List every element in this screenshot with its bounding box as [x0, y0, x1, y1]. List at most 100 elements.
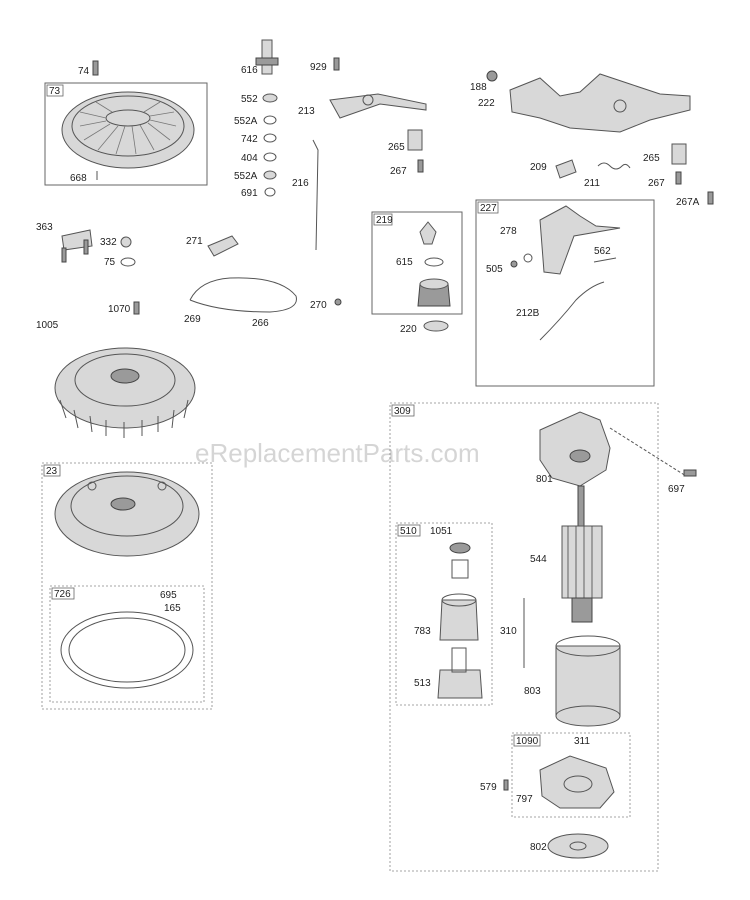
label-267-2: 267	[648, 178, 665, 189]
label-165: 165	[164, 603, 181, 614]
label-726: 726	[54, 589, 71, 600]
label-552A-2: 552A	[234, 171, 258, 182]
watermark-text: eReplacementParts.com	[195, 438, 480, 468]
spring-510	[451, 559, 469, 579]
label-213: 213	[298, 106, 315, 117]
label-222: 222	[478, 98, 495, 109]
label-797: 797	[516, 794, 533, 805]
screw-267A	[707, 191, 714, 205]
label-309: 309	[394, 406, 411, 417]
label-1090: 1090	[516, 736, 539, 747]
label-265-2: 265	[643, 153, 660, 164]
label-579: 579	[480, 782, 497, 793]
label-270: 270	[310, 300, 327, 311]
clip-270	[334, 298, 342, 306]
label-668: 668	[70, 173, 87, 184]
label-929: 929	[310, 62, 327, 73]
label-1005: 1005	[36, 320, 59, 331]
part-219-top	[419, 221, 437, 245]
part-220	[423, 320, 449, 332]
brush-plate-1090	[539, 755, 615, 809]
bracket-227	[539, 205, 621, 275]
gear-783	[439, 599, 479, 641]
label-332: 332	[100, 237, 117, 248]
label-695: 695	[160, 590, 177, 601]
label-269: 269	[184, 314, 201, 325]
end-cap-802	[547, 833, 609, 859]
label-212B: 212B	[516, 308, 540, 319]
label-216: 216	[292, 178, 309, 189]
label-311: 311	[574, 736, 590, 747]
label-552A-1: 552A	[234, 116, 258, 127]
governor-link-216	[312, 139, 319, 251]
label-404: 404	[241, 153, 258, 164]
label-1051: 1051	[430, 526, 453, 537]
label-783: 783	[414, 626, 431, 637]
label-209: 209	[530, 162, 547, 173]
label-267-1: 267	[390, 166, 407, 177]
cable-266	[189, 277, 297, 313]
label-74: 74	[78, 66, 90, 77]
governor-lever-213	[329, 93, 427, 119]
label-75: 75	[104, 257, 116, 268]
armature-544	[561, 525, 603, 623]
label-510: 510	[400, 526, 417, 537]
nut-332	[120, 236, 132, 248]
screw-929	[333, 57, 340, 71]
spring-562	[593, 257, 617, 263]
lever-271	[207, 235, 239, 257]
label-265-1: 265	[388, 142, 405, 153]
label-363: 363	[36, 222, 53, 233]
bracket-265-2	[671, 143, 687, 165]
screw-1070	[133, 301, 140, 315]
spring-211	[597, 162, 631, 170]
label-23: 23	[46, 466, 58, 477]
bracket-265	[407, 129, 423, 151]
washer-75	[120, 257, 136, 267]
label-278: 278	[500, 226, 517, 237]
label-1070: 1070	[108, 304, 131, 315]
label-220: 220	[400, 324, 417, 335]
label-310: 310	[500, 626, 517, 637]
label-697: 697	[668, 484, 685, 495]
bolt-697	[683, 469, 697, 477]
label-742: 742	[241, 134, 258, 145]
label-188: 188	[470, 82, 487, 93]
label-271: 271	[186, 236, 203, 247]
label-267A: 267A	[676, 197, 700, 208]
drive-513	[437, 669, 483, 699]
label-802: 802	[530, 842, 547, 853]
label-562: 562	[594, 246, 611, 257]
label-544: 544	[530, 554, 547, 565]
label-803: 803	[524, 686, 541, 697]
group-616: 616 552 552A 742 404 552A 691	[234, 39, 279, 199]
group-73: 73 668	[44, 82, 208, 186]
label-219: 219	[376, 215, 393, 226]
label-227: 227	[480, 203, 497, 214]
label-801: 801	[536, 474, 553, 485]
part-209	[555, 159, 577, 179]
group-227: 227 278 505 562 212B	[475, 199, 655, 387]
label-691: 691	[241, 188, 258, 199]
label-505: 505	[486, 264, 503, 275]
flywheel-1005	[54, 347, 196, 438]
screw-267	[417, 159, 424, 173]
label-513: 513	[414, 678, 431, 689]
group-309: 309 801 697 544 510 1051 783 513 310	[389, 402, 697, 872]
group-219: 219 615	[371, 211, 463, 315]
screw-74	[92, 60, 99, 76]
label-211: 211	[584, 178, 600, 189]
spring-212B	[539, 281, 605, 341]
label-552: 552	[241, 94, 258, 105]
label-615: 615	[396, 257, 413, 268]
group-23: 23 726 695 165	[41, 462, 213, 710]
control-bracket-222	[509, 73, 691, 133]
label-266: 266	[252, 318, 269, 329]
nut-1051	[449, 542, 471, 554]
bracket-363	[61, 229, 93, 263]
nut-188	[486, 70, 498, 82]
blower-housing	[61, 91, 195, 169]
ring-gear-726	[60, 611, 194, 689]
flywheel-ring-23	[54, 471, 200, 557]
